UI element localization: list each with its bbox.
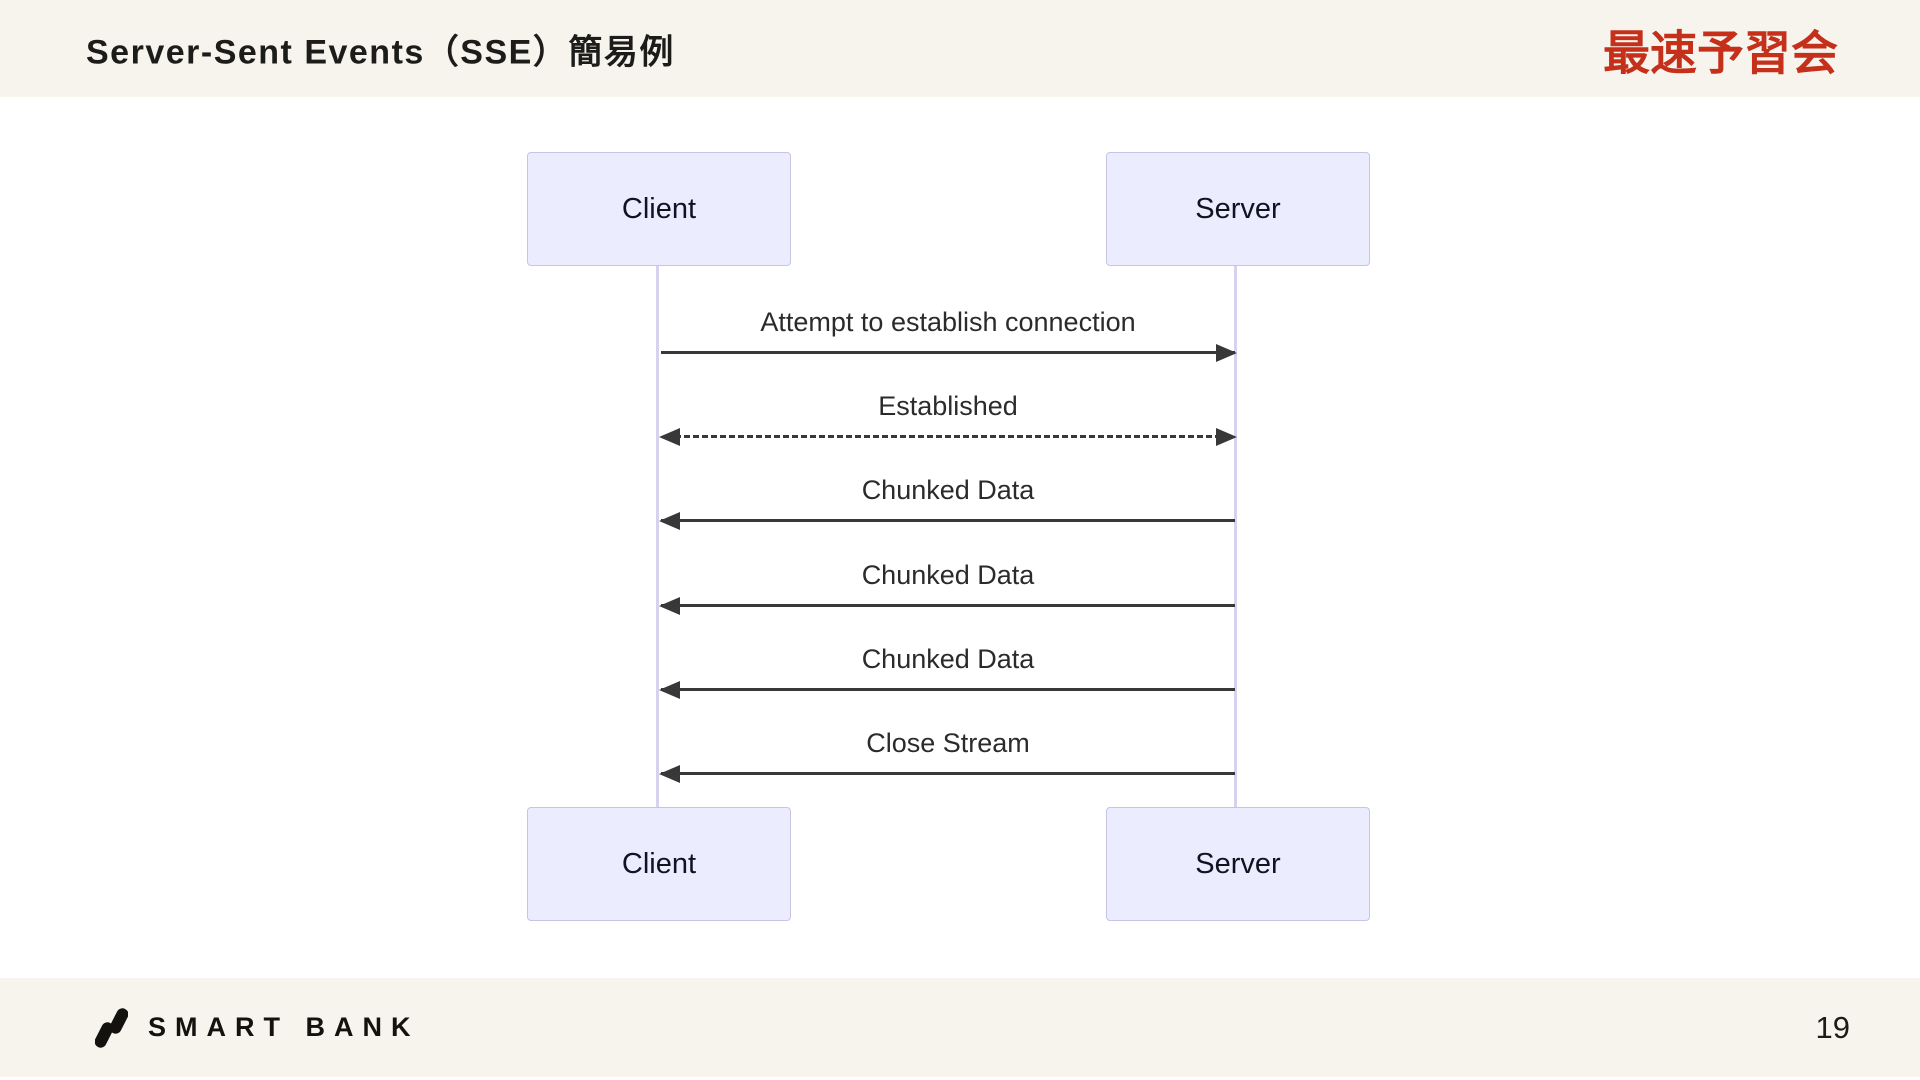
arrow-line <box>661 604 1235 607</box>
message-label: Close Stream <box>866 728 1030 758</box>
message-arrow <box>659 343 1237 365</box>
sequence-diagram: Client Server Attempt to establish conne… <box>0 97 1920 978</box>
message-label: Chunked Data <box>861 644 1035 674</box>
message-arrow <box>659 427 1237 449</box>
message-label: Attempt to establish connection <box>760 307 1136 337</box>
arrowhead-right-icon <box>1216 427 1237 446</box>
arrow-line <box>661 519 1235 522</box>
lifeline-client <box>656 266 659 807</box>
page-title: Server-Sent Events（SSE）簡易例 <box>86 33 675 71</box>
arrow-line <box>675 435 1221 438</box>
arrow-line <box>661 772 1235 775</box>
actor-client-top: Client <box>527 152 791 266</box>
actor-client-bottom: Client <box>527 807 791 921</box>
footer-bar: SMART BANK 19 <box>0 978 1920 1077</box>
smartbank-logo: SMART BANK <box>95 1007 420 1049</box>
sequence-message: Chunked Data <box>659 473 1237 533</box>
header-bar: Server-Sent Events（SSE）簡易例 最速予習会 <box>0 0 1920 97</box>
smartbank-logo-text: SMART BANK <box>148 1012 420 1042</box>
sequence-message: Attempt to establish connection <box>659 305 1237 365</box>
message-arrow <box>659 764 1237 786</box>
arrow-line <box>661 351 1235 354</box>
arrow-line <box>661 688 1235 691</box>
smartbank-logo-icon <box>95 1007 128 1049</box>
sequence-message: Chunked Data <box>659 558 1237 618</box>
actor-server-top: Server <box>1106 152 1370 266</box>
message-arrow <box>659 511 1237 533</box>
message-label: Chunked Data <box>861 475 1035 505</box>
message-label: Chunked Data <box>861 560 1035 590</box>
message-label: Established <box>878 391 1018 421</box>
arrowhead-left-icon <box>659 427 680 446</box>
page-number: 19 <box>1815 1009 1850 1045</box>
actor-server-bottom: Server <box>1106 807 1370 921</box>
sequence-message: Chunked Data <box>659 642 1237 702</box>
message-arrow <box>659 596 1237 618</box>
sequence-message: Established <box>659 389 1237 449</box>
sequence-message: Close Stream <box>659 726 1237 786</box>
header-badge: 最速予習会 <box>1603 26 1838 79</box>
lifeline-server <box>1234 266 1237 807</box>
arrowhead-right-icon <box>1216 343 1237 362</box>
message-arrow <box>659 680 1237 702</box>
